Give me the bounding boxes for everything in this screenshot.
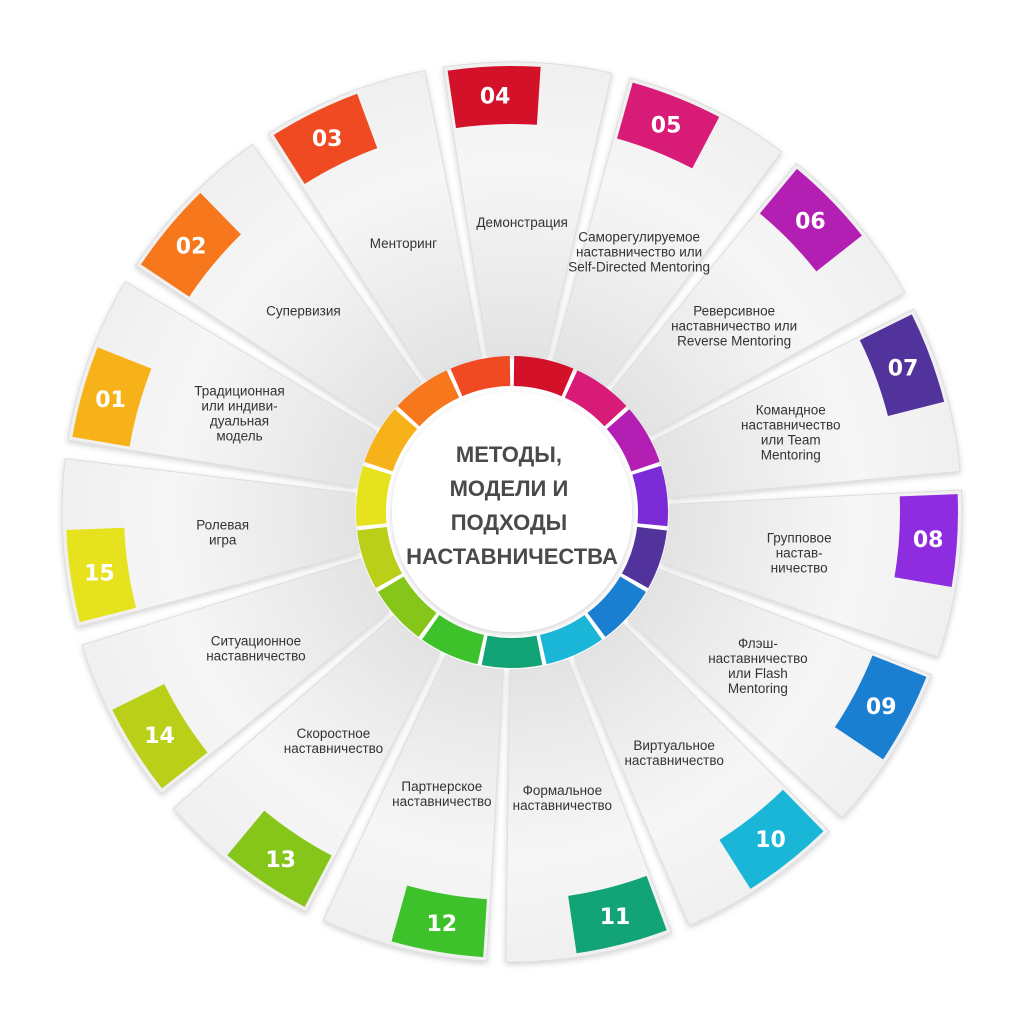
segment-number: 08 [913,528,944,553]
number-tab [894,494,958,587]
wheel-segment [552,77,783,387]
number-tab [391,885,487,958]
segment-number: 15 [84,561,115,586]
inner-ring-segment [587,576,646,637]
number-tabs-layer: 01 02 03 04 05 06 07 08 09 10 11 12 13 14 15 [66,66,958,958]
segment-label: Менторинг [370,236,437,251]
number-tab [568,875,667,954]
wheel-segment [322,654,504,962]
inner-ring-segment [356,465,392,527]
segment-number: 14 [144,724,175,749]
number-tab [759,168,862,272]
number-tab [447,66,541,129]
number-tab [112,684,208,789]
inner-ring-segment [378,576,437,637]
number-tab [140,192,241,297]
inner-ring-segment [450,356,511,397]
segment-number: 02 [176,235,207,260]
inner-ring-segment [422,614,485,665]
center-circle [392,392,632,632]
segment-number: 12 [426,912,457,937]
number-tab [273,93,378,185]
segment-number: 10 [755,828,786,853]
wheel-segment [627,568,933,819]
center-title-line: ПОДХОДЫ [451,510,567,535]
wheel-segment [61,458,360,628]
number-tab [72,347,152,447]
center-title-line: МОДЕЛИ И [450,476,569,501]
inner-ring-segment [621,526,667,589]
wheel-segment [442,61,613,359]
center-title: МЕТОДЫ, МОДЕЛИ И ПОДХОДЫ НАСТАВНИЧЕСТВА [406,442,618,569]
wheel-segment [660,489,963,658]
segment-label: Супервизия [266,304,341,319]
segment-number: 06 [795,210,826,235]
inner-ring-segment [632,465,668,527]
inner-ring-segment [606,409,660,472]
segment-number: 05 [651,114,682,139]
segment-number: 13 [265,848,296,873]
number-tab [859,314,945,417]
segment-label: Демонстрация [476,215,567,230]
inner-ring-segment [364,409,418,472]
wheel-segment [67,280,377,488]
segment-number: 09 [866,695,897,720]
segment-number: 04 [480,84,511,109]
number-tab [834,655,927,760]
number-tab [616,82,720,169]
inner-ring-segment [481,635,543,668]
inner-ring-segment [539,614,602,665]
number-tab [719,789,824,889]
inner-ring-segment [397,370,460,427]
inner-ring-segment [513,356,574,397]
segment-number: 03 [312,127,343,152]
segment-number: 11 [600,905,631,930]
inner-color-ring [356,356,668,668]
inner-ring-segment [564,370,627,427]
center-title-line: МЕТОДЫ, [456,442,562,467]
center-title-line: НАСТАВНИЧЕСТВА [406,544,618,569]
number-tab [66,527,137,623]
inner-ring-segment [357,526,403,589]
segment-number: 01 [95,388,126,413]
number-tab [227,810,332,907]
wheel-segment [172,615,441,913]
segment-number: 07 [888,356,919,381]
